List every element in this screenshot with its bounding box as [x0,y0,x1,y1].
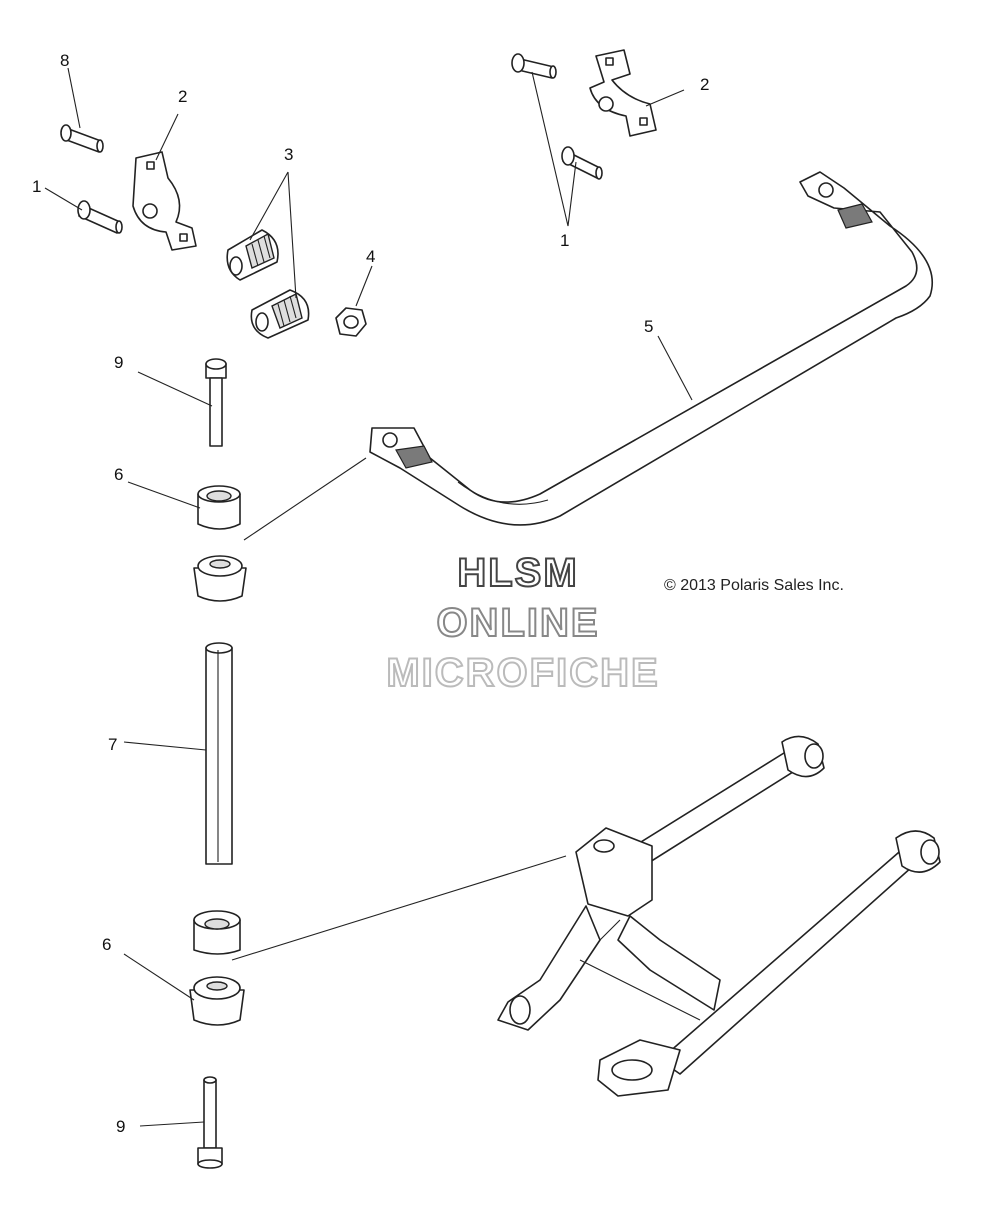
clamp-part-2-right [589,49,657,137]
callout-6-upper: 6 [114,465,123,484]
bolt-part-9-upper [205,358,227,447]
callout-7: 7 [108,735,117,754]
bushing-part-3-upper [226,229,279,281]
leader-lines [44,67,693,1127]
bolt-part-1-left [77,200,123,234]
callout-2-right: 2 [700,75,709,94]
watermark-line-3: MICROFICHE [386,651,659,695]
clamp-part-2-left [132,151,197,251]
bushing-part-6-lower-b [189,976,245,1026]
link-rod-part-7 [205,642,233,865]
bushing-part-6-upper [197,485,241,530]
callout-1-right: 1 [560,231,569,250]
callout-labels: 8 2 1 3 4 2 1 5 9 6 7 6 9 [32,51,709,1136]
callout-5: 5 [644,317,653,336]
bushing-part-6-lower-a [193,910,241,955]
callout-2-left: 2 [178,87,187,106]
callout-6-lower: 6 [102,935,111,954]
bolt-part-1-lower-right [561,146,603,180]
callout-1-left: 1 [32,177,41,196]
callout-9-lower: 9 [116,1117,125,1136]
watermark-line-1: HLSM [457,551,578,595]
callout-4: 4 [366,247,375,266]
trailing-arm-assembly [497,735,941,1097]
bolt-part-1-upper-right [511,53,557,79]
bushing-part-3-lower [250,289,310,339]
watermark: HLSM ONLINE MICROFICHE [385,550,659,696]
callout-9-upper: 9 [114,353,123,372]
nut-part-4 [335,307,367,337]
watermark-line-2: ONLINE [436,601,599,645]
stabilizer-bar-part-5 [369,171,934,526]
callout-3: 3 [284,145,293,164]
copyright-text: © 2013 Polaris Sales Inc. [664,577,844,594]
bolt-part-9-lower [197,1076,223,1169]
bolt-part-8 [60,124,104,153]
callout-8: 8 [60,51,69,70]
grommet-upper [193,555,247,602]
